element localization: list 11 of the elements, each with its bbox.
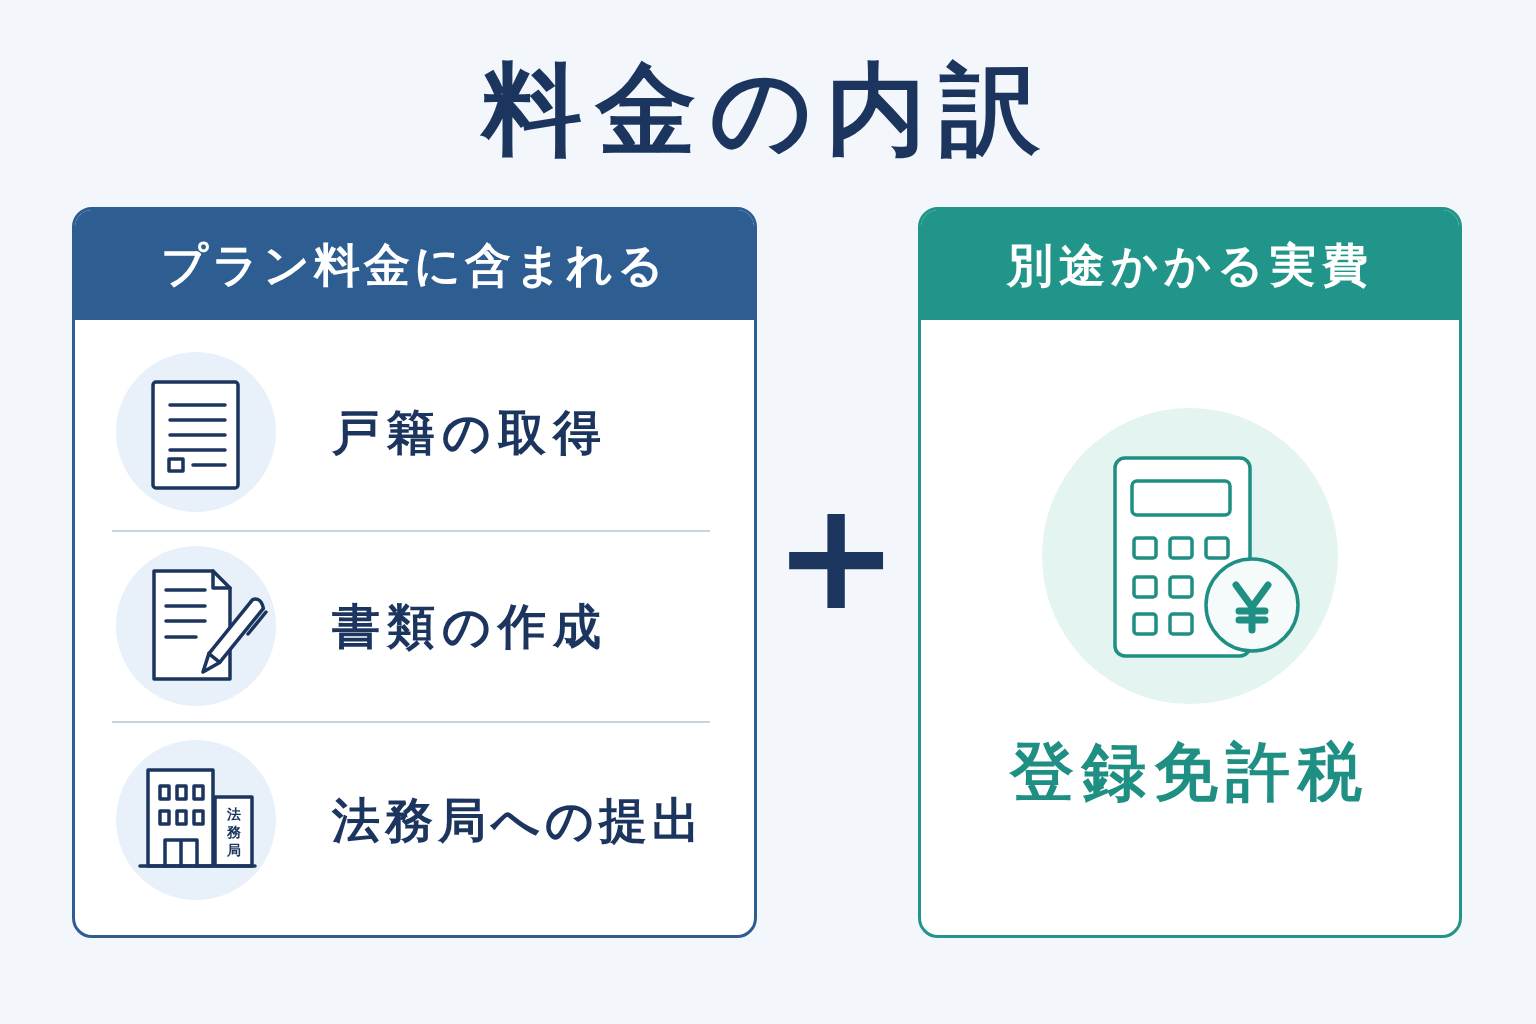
sign-label: 法務局 <box>226 805 241 859</box>
header-title: プラン料金に含まれる <box>161 237 668 293</box>
page-title: 料金の内訳 <box>482 52 1054 168</box>
item-label: 戸籍の取得 <box>332 403 608 461</box>
card-panel <box>72 207 757 938</box>
item-label: 法務局への提出 <box>332 791 705 849</box>
header-title: 別途かかる実費 <box>1006 237 1374 293</box>
plus-symbol: + <box>773 481 899 631</box>
item-label: 登録免許税 <box>1010 733 1370 811</box>
card-panel <box>918 207 1462 938</box>
item-label: 書類の作成 <box>332 597 608 655</box>
